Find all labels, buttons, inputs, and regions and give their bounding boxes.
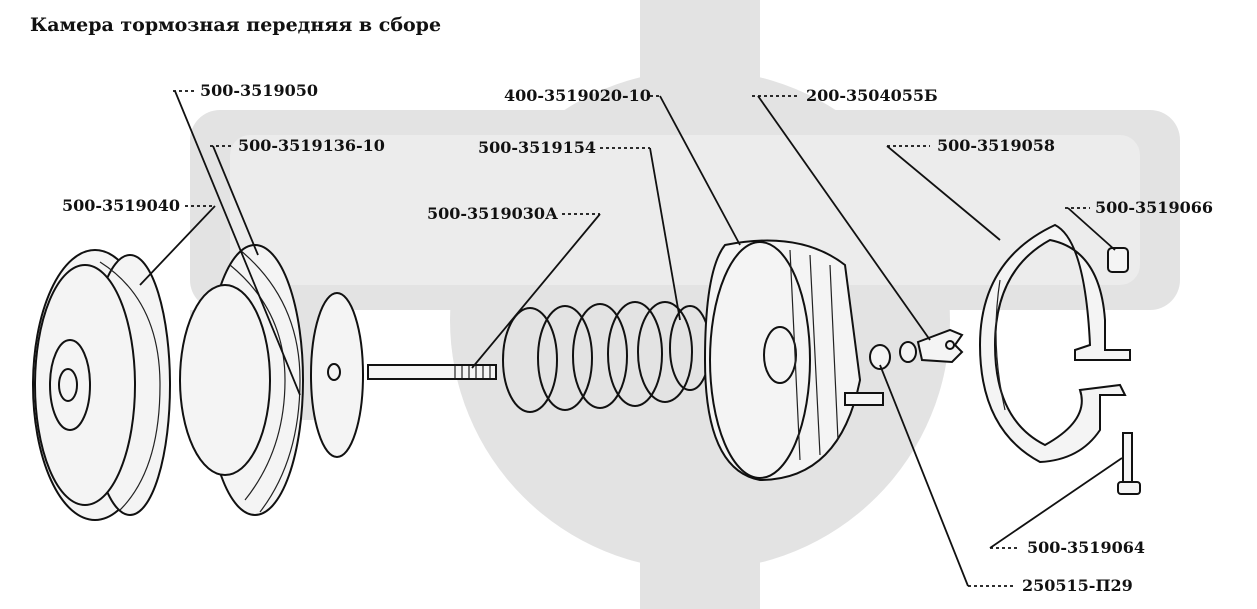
rear-housing-part [703,239,884,482]
sleeve-part [1107,247,1129,273]
part-label-500-3519050: 500-3519050 [200,81,318,100]
diagram-title: Камера тормозная передняя в сборе [30,14,442,36]
part-label-200-3504055b: 200-3504055Б [806,86,938,105]
part-label-400-3519020-10: 400-3519020-10 [504,86,651,105]
watermark-letters [230,135,1140,285]
leader-lines [139,90,1123,587]
part-label-500-3519058: 500-3519058 [937,136,1055,155]
part-label-500-3519064: 500-3519064 [1027,538,1145,557]
part-label-500-3519066: 500-3519066 [1095,198,1213,217]
part-label-500-3519030a: 500-3519030А [427,204,558,223]
part-label-500-3519154: 500-3519154 [478,138,596,157]
nut-part [869,341,917,370]
bolt-part [1117,432,1141,495]
disc-rod-part [310,292,497,458]
part-label-500-3519136-10: 500-3519136-10 [238,136,385,155]
diaphragm-housing-part [179,244,304,516]
clamp-ring-part [978,223,1131,464]
part-label-500-3519040: 500-3519040 [62,196,180,215]
part-label-250515-p29: 250515-П29 [1022,576,1133,595]
front-cover-part [32,249,171,521]
